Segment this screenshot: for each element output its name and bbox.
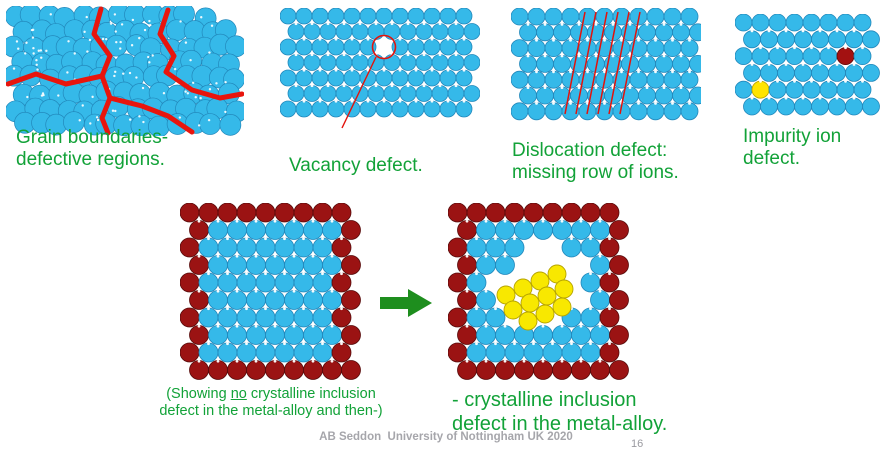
vacancy-caption: Vacancy defect. xyxy=(289,155,423,177)
caption-line: Impurity ion xyxy=(743,126,842,147)
lattice-no-inclusion-figure xyxy=(180,203,361,380)
before-prefix: (Showing xyxy=(166,386,231,402)
caption-line: defect in the metal-alloy. xyxy=(452,413,668,435)
dislocation-defect-figure xyxy=(511,8,701,121)
caption-line: missing row of ions. xyxy=(512,162,679,184)
transform-arrow-icon xyxy=(380,289,432,317)
grain-boundaries-caption: Grain boundaries- defective regions. xyxy=(16,127,168,171)
caption-line: defect in the metal-alloy and then-) xyxy=(159,403,383,420)
lattice-with-inclusion-figure xyxy=(448,203,629,380)
page-number: 16 xyxy=(631,438,644,450)
grain-boundaries-figure xyxy=(6,6,244,136)
caption-line: Grain boundaries- xyxy=(16,127,169,148)
impurity-caption: Impurity ion defect. xyxy=(743,126,841,170)
before-caption: (Showing no crystalline inclusion defect… xyxy=(140,386,402,420)
caption-line: - crystalline inclusion xyxy=(452,389,637,411)
caption-line: defective regions. xyxy=(16,149,165,171)
after-caption: - crystalline inclusion defect in the me… xyxy=(452,388,667,436)
caption-line: Dislocation defect: xyxy=(512,140,668,161)
footer-credit: AB Seddon University of Nottingham UK 20… xyxy=(319,431,573,443)
caption-line: Vacancy defect. xyxy=(289,155,423,176)
dislocation-caption: Dislocation defect: missing row of ions. xyxy=(512,140,679,184)
underlined-no: no xyxy=(230,386,247,402)
impurity-defect-figure xyxy=(735,14,880,116)
caption-line: defect. xyxy=(743,148,801,170)
caption-line: (Showing no crystalline inclusion xyxy=(140,386,402,403)
vacancy-defect-figure xyxy=(280,8,480,129)
before-suffix: crystalline inclusion xyxy=(246,386,376,402)
